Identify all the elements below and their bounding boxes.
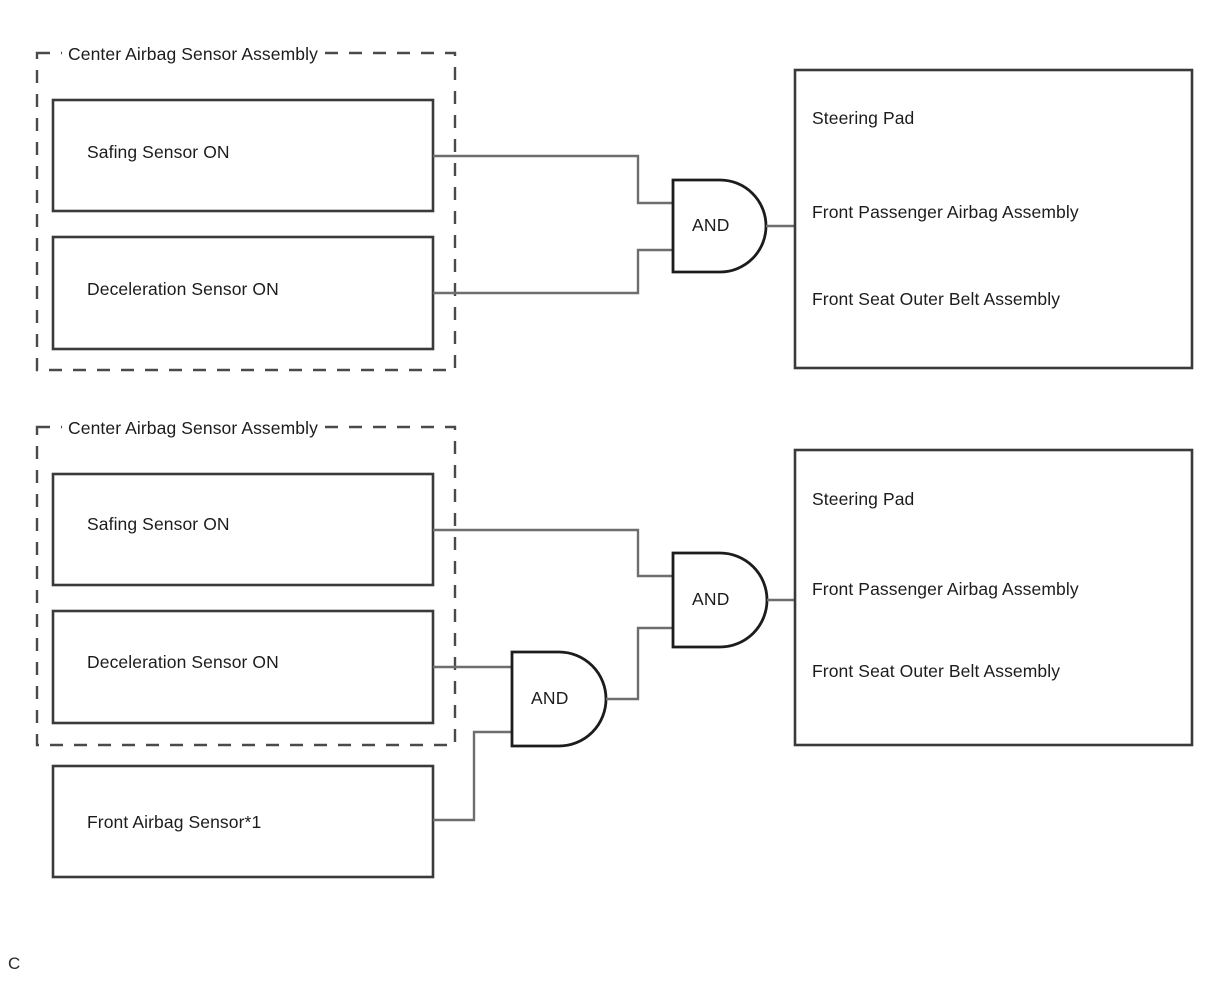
and-gate-lower-2 xyxy=(671,551,769,649)
input-box-deceleration-sensor-upper xyxy=(51,235,435,351)
input-label-deceleration-sensor-upper: Deceleration Sensor ON xyxy=(87,279,279,299)
output-box-upper xyxy=(793,68,1194,370)
group-label-upper: Center Airbag Sensor Assembly xyxy=(62,45,324,64)
group-boundary-lower xyxy=(35,425,457,747)
wire-and1-to-and2-lower xyxy=(606,626,673,701)
wire-front-airbag-to-and1-lower xyxy=(433,730,512,822)
wire-safing-to-and-upper xyxy=(433,154,673,205)
wire-deceleration-to-and-upper xyxy=(433,248,673,295)
input-label-safing-sensor-lower: Safing Sensor ON xyxy=(87,514,230,534)
wire-safing-to-and2-lower xyxy=(433,528,673,578)
and-gate-lower-1 xyxy=(510,650,608,748)
caption-mark: C xyxy=(8,954,21,973)
input-label-front-airbag-sensor: Front Airbag Sensor*1 xyxy=(87,812,262,832)
output-item-lower-front-seat-outer-belt: Front Seat Outer Belt Assembly xyxy=(812,661,1061,681)
and-gate-label-lower-1: AND xyxy=(531,688,569,708)
and-gate-label-lower-2: AND xyxy=(692,589,730,609)
output-item-upper-front-seat-outer-belt: Front Seat Outer Belt Assembly xyxy=(812,289,1061,309)
input-label-safing-sensor-upper: Safing Sensor ON xyxy=(87,142,230,162)
input-box-deceleration-sensor-lower xyxy=(51,609,435,725)
group-label-lower: Center Airbag Sensor Assembly xyxy=(62,419,324,438)
input-box-safing-sensor-upper xyxy=(51,98,435,213)
and-gate-label-upper: AND xyxy=(692,215,730,235)
input-label-deceleration-sensor-lower: Deceleration Sensor ON xyxy=(87,652,279,672)
output-box-lower xyxy=(793,448,1194,747)
group-boundary-upper xyxy=(35,51,457,372)
output-item-lower-front-passenger-airbag: Front Passenger Airbag Assembly xyxy=(812,579,1079,599)
input-box-front-airbag-sensor xyxy=(51,764,435,879)
output-item-upper-steering-pad: Steering Pad xyxy=(812,108,915,128)
and-gate-upper xyxy=(671,178,768,274)
input-box-safing-sensor-lower xyxy=(51,472,435,587)
output-item-lower-steering-pad: Steering Pad xyxy=(812,489,915,509)
output-item-upper-front-passenger-airbag: Front Passenger Airbag Assembly xyxy=(812,202,1079,222)
